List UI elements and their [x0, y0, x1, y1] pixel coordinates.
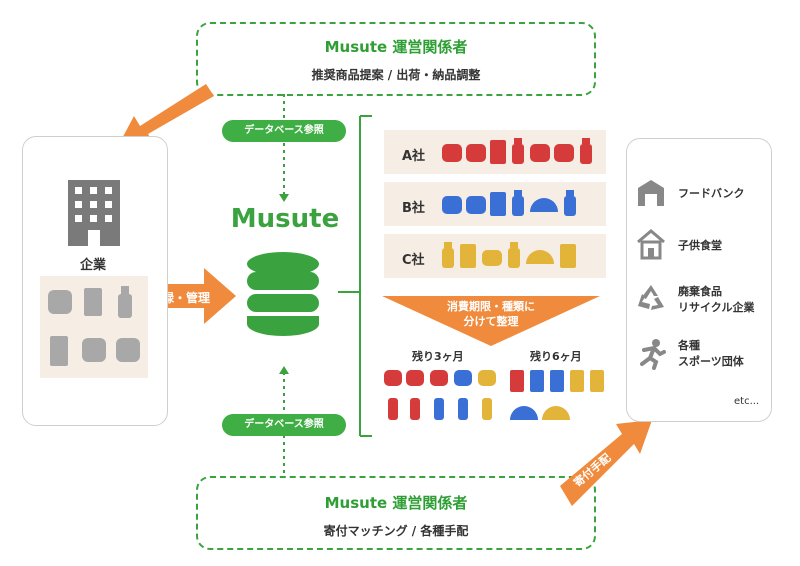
org-sports-line1: 各種: [678, 339, 700, 352]
top-operator-title: Musute 運営関係者: [324, 38, 468, 56]
musute-logo-title: Musute: [230, 204, 340, 234]
org-etc: etc...: [734, 396, 760, 407]
building-icon: [68, 180, 120, 246]
sort-banner-line2: 分けて整理: [463, 315, 519, 328]
company-a-products: [442, 138, 592, 164]
remaining-6-months-products: [510, 370, 604, 420]
house-icon: [637, 229, 665, 260]
remaining-3-months-products: [384, 370, 496, 420]
company-b-label: B社: [402, 201, 425, 216]
org-food-bank: フードバンク: [678, 187, 745, 200]
bottom-operator-box: Musute 運営関係者 寄付マッチング / 各種手配: [196, 476, 596, 550]
remaining-6-months-label: 残り6ヶ月: [530, 350, 582, 363]
org-recycle-line1: 廃棄食品: [678, 285, 722, 298]
database-icon: [247, 252, 319, 336]
runner-icon: [640, 339, 666, 370]
company-a-label: A社: [402, 149, 426, 164]
top-operator-box: Musute 運営関係者 推奨商品提案 / 出荷・納品調整: [196, 22, 596, 96]
org-sports-line2: スポーツ団体: [678, 355, 744, 368]
bottom-operator-title: Musute 運営関係者: [324, 494, 468, 512]
company-c-label: C社: [402, 253, 425, 268]
top-operator-subtitle: 推奨商品提案 / 出荷・納品調整: [311, 68, 481, 82]
company-label: 企業: [80, 258, 107, 273]
org-recycle-line2: リサイクル企業: [678, 301, 755, 314]
warehouse-icon: [638, 180, 664, 206]
db-ref-bottom-pill: データベース参照: [222, 414, 346, 436]
remaining-3-months-label: 残り3ヶ月: [412, 350, 464, 363]
org-kids-cafeteria: 子供食堂: [678, 239, 722, 252]
company-b-products: [442, 190, 576, 216]
sort-banner-line1: 消費期限・種類に: [447, 300, 535, 313]
bottom-operator-subtitle: 寄付マッチング / 各種手配: [323, 524, 469, 538]
db-ref-top-pill: データベース参照: [222, 120, 346, 142]
company-c-products: [442, 242, 576, 268]
recycle-icon: [638, 285, 664, 310]
company-stock-icons: [48, 286, 140, 366]
